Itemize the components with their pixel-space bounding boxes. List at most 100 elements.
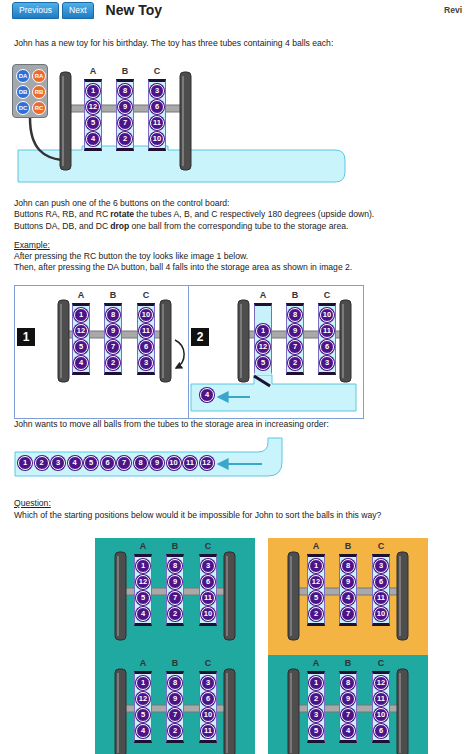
ball-number: 10 [377,711,385,719]
stand-post [224,552,235,640]
ball: 7 [341,607,355,621]
ball-number: 8 [346,562,350,570]
button-label: DA [19,73,28,79]
ball-number: 12 [377,679,385,687]
ball: 6 [201,692,215,706]
text-label: John wants to move all balls from the tu… [14,419,329,429]
ball: 8 [106,308,120,322]
ball-number: 4 [346,727,350,735]
ball: 1 [309,676,323,690]
stand-post-shine [290,556,292,636]
option-background [268,538,428,656]
option-background [268,655,428,754]
control-board: DARADBRBDCRC [12,64,48,118]
example-frame-border [189,286,364,419]
ball-tube: A1125 [254,303,272,375]
tube-letter: C [315,290,339,301]
ball-number: 8 [173,679,177,687]
stand-post-shine [226,673,228,753]
ball: 2 [35,456,49,470]
ball-number: 9 [346,695,350,703]
ball-number: 10 [323,311,331,319]
ball-number: 6 [155,103,159,111]
stand-post-shine [342,304,344,378]
tube-letter: A [304,541,328,552]
tube-letter: B [113,66,137,77]
ball-number: 10 [142,311,150,319]
ball-number: 3 [206,679,210,687]
stand-post [58,300,69,382]
button-label: RC [35,105,44,111]
tube-letter: A [81,66,105,77]
nav-tab: Previous [12,2,59,19]
ball-number: 9 [346,578,350,586]
control-button: RC [32,101,46,115]
ball-number: 5 [91,119,95,127]
ball: 10 [201,708,215,722]
ball-number: 2 [314,695,318,703]
ball-number: 9 [173,695,177,703]
stand-post [397,669,408,754]
stand-post [340,300,351,382]
button-label: DC [19,105,28,111]
ball-number: 4 [72,459,76,467]
ball-number: 12 [259,343,267,351]
ball-number: 5 [141,711,145,719]
text-line: John can push one of the 6 buttons on th… [14,198,232,209]
ball-number: 4 [205,391,209,399]
ball-tube: A11254 [72,303,90,375]
ball-number: 8 [138,459,142,467]
ball-number: 8 [111,311,115,319]
tube-letter: A [131,541,155,552]
ball-number: 12 [139,695,147,703]
ball-tube: B8947 [339,554,357,626]
text-label: one ball from the corresponding tube to … [131,221,348,231]
ball: 4 [136,724,150,738]
ball-number: 7 [173,594,177,602]
ball: 5 [86,116,100,130]
ball: 2 [118,132,132,146]
ball: 4 [86,132,100,146]
ball-tube: C361011 [199,671,217,743]
ball-number: 12 [89,103,97,111]
nav-tab: Next [62,2,93,19]
text-line: After pressing the RC button the toy loo… [14,251,250,262]
ball: 3 [309,708,323,722]
ball: 1 [256,324,270,338]
ball-number: 4 [141,610,145,618]
ball-number: 3 [314,711,318,719]
ball-number: 4 [141,727,145,735]
ball: 9 [168,575,182,589]
ball: 11 [374,692,388,706]
control-button: DB [16,85,30,99]
ball-number: 11 [186,459,194,467]
example-frame: 2A1125B8972C1011634 [188,285,363,418]
text-line: Buttons RA, RB, and RCrotatethe tubes A,… [14,209,376,220]
ball: 4 [68,456,82,470]
ball: 6 [374,724,388,738]
text-label: drop [110,221,129,231]
ball: 6 [374,575,388,589]
stand-post [238,300,249,382]
stand-post-shine [226,556,228,636]
ball-number: 6 [105,459,109,467]
tube-letter: C [196,541,220,552]
ball-tube: A11254 [134,671,152,743]
ball: 8 [341,559,355,573]
text-label: Buttons RA, RB, and RC [14,209,108,219]
stand-post [180,72,191,170]
ball-number: 5 [89,459,93,467]
text-line: John has a new toy for his birthday. The… [14,38,335,49]
stand-post [115,552,126,640]
ball: 2 [106,356,120,370]
ball: 11 [183,456,197,470]
ball: 4 [200,388,214,402]
ball-tube: A11252 [307,554,325,626]
ball-number: 7 [123,119,127,127]
answer-option: A11254B8972C361011 [95,655,255,754]
ball: 6 [201,575,215,589]
ball-number: 11 [204,594,212,602]
ball: 2 [168,607,182,621]
ball-number: 6 [379,727,383,735]
